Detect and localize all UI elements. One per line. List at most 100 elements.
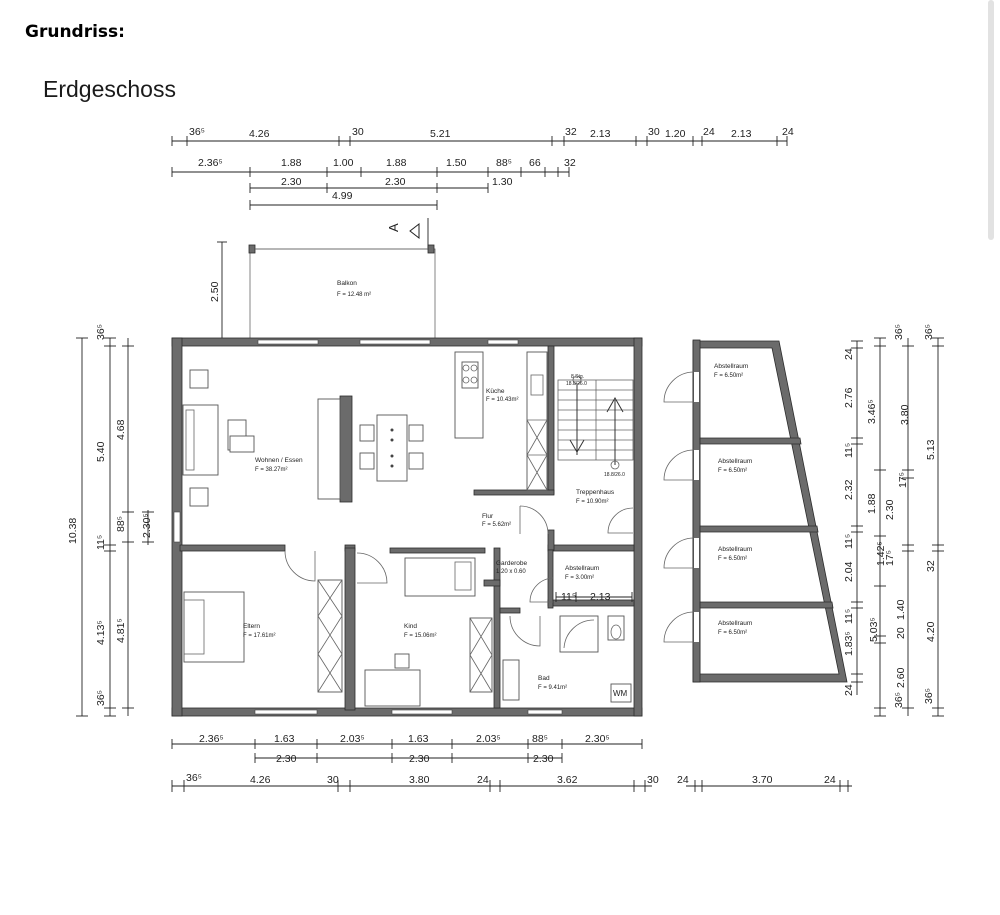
parents-bedroom: Eltern F = 17.61m² [183,550,343,693]
balcony: 2.50 Balkon F = 12.48 m² [209,241,436,341]
bathroom: WM Bad F = 9.41m² [502,615,632,703]
dim-right-c-2: 17⁵ [897,472,909,488]
dim-top3-3: 1.30 [492,176,513,188]
room-name-eltern: Eltern [243,623,260,630]
dim-right-b-2: 3.46⁵ [866,399,878,424]
dim-right-c-1: 3.80 [899,404,911,425]
dim-bottom2-1: 2.30 [276,753,297,765]
kitchen-furniture: Küche F = 10.43m² [454,351,548,491]
dim-right-a-5: 11⁵ [843,534,855,549]
dim-right-b-8: 36⁵ [893,692,905,708]
dim-left-inner-2: 88⁵ [115,516,127,532]
room-name-flur: Flur [482,513,494,520]
floor-title: Erdgeschoss [43,76,176,102]
dim-left-mid-1: 36⁵ [95,324,107,340]
dim-right-b-6: 20 [895,627,907,639]
dim-right-d-5: 36⁵ [923,688,935,704]
dim-left-mid-3: 11⁵ [95,535,107,550]
storage-building: Abstellraum F = 6.50m² Abstellraum F = 6… [663,339,848,683]
storage-small: Abstellraum F = 3.00m² 11⁵ 2.13 [529,565,633,603]
room-area-eltern: F = 17.61m² [243,633,276,639]
dim-right-b-1: 36⁵ [893,324,905,340]
dim-top2-8: 32 [564,157,576,169]
room-name-bad: Bad [538,675,550,682]
room-area-kueche: F = 10.43m² [486,397,519,403]
dim-top2-4: 1.88 [386,157,407,169]
living-furniture [182,369,424,507]
dim-right-b-7: 2.60 [895,667,907,688]
dim-left-inner-4: 4.81⁵ [115,618,127,643]
dim-bottom3-8: 24 [677,774,689,786]
dim-bottom3-2: 4.26 [250,774,271,786]
dim-left-mid-4: 4.13⁵ [95,620,107,645]
dim-top4-1: 4.99 [332,190,353,202]
room-name-abstell-3: Abstellraum [718,546,752,553]
dim-top-5: 32 [565,126,577,138]
dim-left-inner-3: 2.30⁵ [141,513,153,538]
room-area-abstell-3: F = 6.50m² [718,556,747,562]
dim-right-a-6: 2.04 [843,561,855,582]
dim-top2-2: 1.88 [281,157,302,169]
section-marker: A [386,218,429,250]
dim-top-6: 2.13 [590,128,611,140]
dim-bottom-6: 88⁵ [532,733,548,745]
bottom-dimension-chain: 2.36⁵ 1.63 2.03⁵ 1.63 2.03⁵ 88⁵ 2.30⁵ 2.… [171,733,852,792]
room-name-kind: Kind [404,623,417,630]
room-name-garderobe: Garderobe [496,560,527,567]
dim-bottom-5: 2.03⁵ [476,733,501,745]
dim-top2-7: 66 [529,157,541,169]
room-area-flur: F = 5.62m² [482,522,511,528]
dim-top-3: 30 [352,126,364,138]
room-area-abstell-4: F = 6.50m² [718,630,747,636]
room-area-abstell-2: F = 6.50m² [718,468,747,474]
room-name-treppenhaus: Treppenhaus [576,489,615,496]
dim-top2-5: 1.50 [446,157,467,169]
dim-top3-1: 2.30 [281,176,302,188]
dim-bottom3-6: 3.62 [557,774,578,786]
dim-right-d-4: 4.20 [925,621,937,642]
dim-top-4: 5.21 [430,128,451,140]
top-dimension-chain: 36⁵ 4.26 30 5.21 32 2.13 30 1.20 24 2.13… [171,126,794,210]
dim-balcony: 2.50 [209,281,221,302]
room-name-wohnen: Wohnen / Essen [255,457,303,464]
room-area-abstell-small: F = 3.00m² [565,575,594,581]
dim-bottom3-3: 30 [327,774,339,786]
dim-bottom3-1: 36⁵ [186,772,202,784]
dim-top-1: 36⁵ [189,126,205,138]
dim-left-outer: 10.38 [67,518,79,544]
dim-right-d-1: 36⁵ [923,324,935,340]
wm-label: WM [613,689,628,698]
dim-left-inner-1: 4.68 [115,419,127,440]
room-name-abstell-4: Abstellraum [718,620,752,627]
dim-right-b-5: 1.40 [895,599,907,620]
dim-right-a-7: 11⁵ [843,609,855,624]
dim-right-d-2: 5.13 [925,439,937,460]
dim-left-mid-2: 5.40 [95,441,107,462]
dim-bottom3-9: 3.70 [752,774,773,786]
dim-right-a-1: 24 [843,348,855,360]
main-walls [171,337,643,717]
dim-right-b-4: 1.42⁵ [875,541,887,566]
room-name-abstell-1: Abstellraum [714,363,748,370]
room-name-balkon: Balkon [337,280,357,287]
room-area-wohnen: F = 38.27m² [255,467,288,473]
dim-bottom-1: 2.36⁵ [199,733,224,745]
dim-right-b-3: 1.88 [866,493,878,514]
dim-bottom2-2: 2.30 [409,753,430,765]
dim-top-9: 24 [703,126,715,138]
room-area-bad: F = 9.41m² [538,685,567,691]
hallway: Flur F = 5.62m² Garderobe 1.20 x 0.60 [482,505,549,575]
room-area-abstell-1: F = 6.50m² [714,373,743,379]
room-name-abstell-2: Abstellraum [718,458,752,465]
scrollbar[interactable] [988,0,994,240]
dim-bottom-4: 1.63 [408,733,429,745]
dim-right-a-9: 24 [843,684,855,696]
room-name-abstell-small: Abstellraum [565,565,599,572]
room-name-kueche: Küche [486,388,505,395]
dim-bottom3-7: 30 [647,774,659,786]
dim-bottom-2: 1.63 [274,733,295,745]
dim-right-a-2: 2.76 [843,387,855,408]
section-label: A [386,223,401,232]
room-area-garderobe: 1.20 x 0.60 [496,569,526,575]
